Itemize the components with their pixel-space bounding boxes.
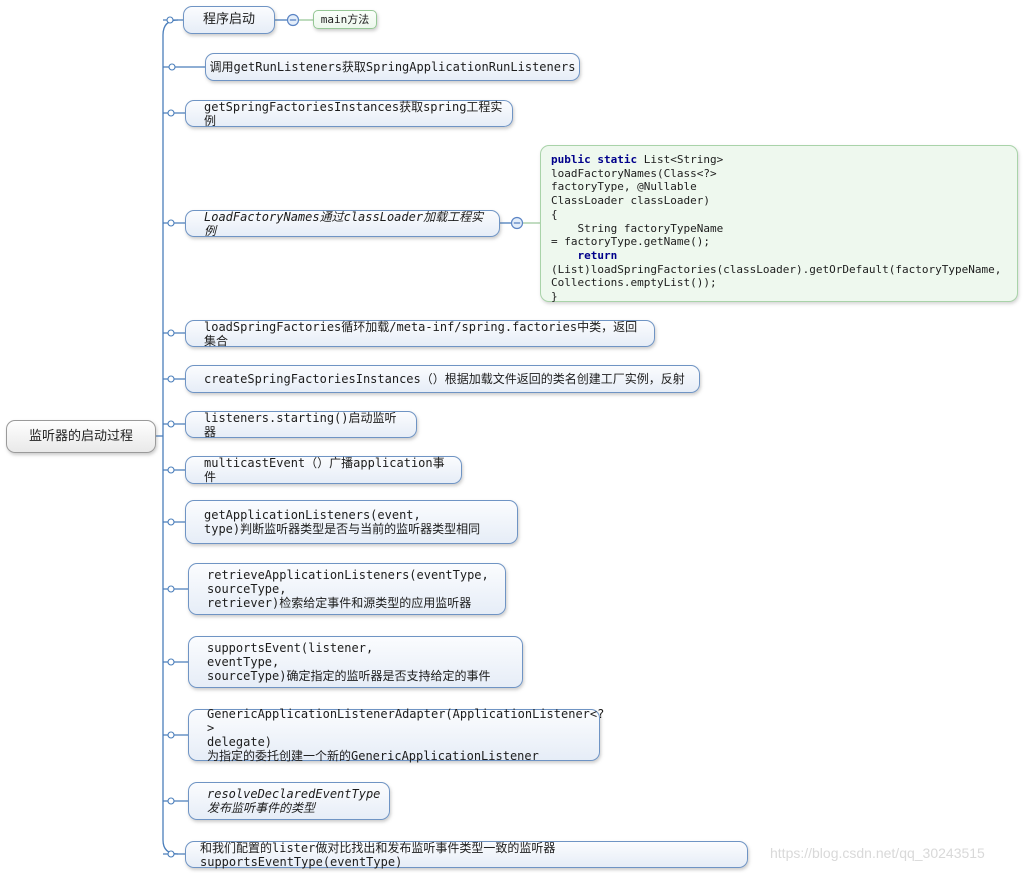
- csdn-watermark: https://blog.csdn.net/qq_30243515: [770, 845, 985, 861]
- node-get-run-listeners[interactable]: 调用getRunListeners获取SpringApplicationRunL…: [205, 53, 580, 81]
- node-generic-application-listener-adapter[interactable]: GenericApplicationListenerAdapter(Applic…: [188, 707, 604, 763]
- node-multicast-event[interactable]: multicastEvent（）广播application事件: [185, 456, 462, 484]
- node-load-spring-factories[interactable]: loadSpringFactories循环加载/meta-inf/spring.…: [185, 320, 655, 348]
- node-supports-event[interactable]: supportsEvent(listener, eventType, sourc…: [188, 636, 523, 688]
- node-retrieve-application-listeners[interactable]: retrieveApplicationListeners(eventType, …: [188, 563, 506, 615]
- node-get-application-listeners[interactable]: getApplicationListeners(event, type)判断监听…: [185, 500, 518, 544]
- node-resolve-declared-event-type[interactable]: resolveDeclaredEventType 发布监听事件的类型: [188, 782, 390, 820]
- collapse-button-code-block[interactable]: [510, 216, 524, 230]
- node-program-start[interactable]: 程序启动: [183, 6, 275, 34]
- node-compare-configured-listeners[interactable]: 和我们配置的lister做对比找出和发布监听事件类型一致的监听器supports…: [185, 841, 748, 869]
- node-load-factory-names[interactable]: LoadFactoryNames通过classLoader加载工程实例: [185, 210, 500, 238]
- code-block-load-factory-names[interactable]: public static List<String>loadFactoryNam…: [540, 145, 1018, 303]
- node-get-spring-factories-instances[interactable]: getSpringFactoriesInstances获取spring工程实例: [185, 100, 513, 128]
- node-listeners-starting[interactable]: listeners.starting()启动监听器: [185, 411, 417, 439]
- collapse-button-main-method[interactable]: [286, 13, 300, 27]
- root-node-listener-startup-process[interactable]: 监听器的启动过程: [6, 420, 156, 453]
- node-create-spring-factories-instances[interactable]: createSpringFactoriesInstances（）根据加载文件返回…: [185, 365, 700, 393]
- node-main-method[interactable]: main方法: [313, 10, 377, 29]
